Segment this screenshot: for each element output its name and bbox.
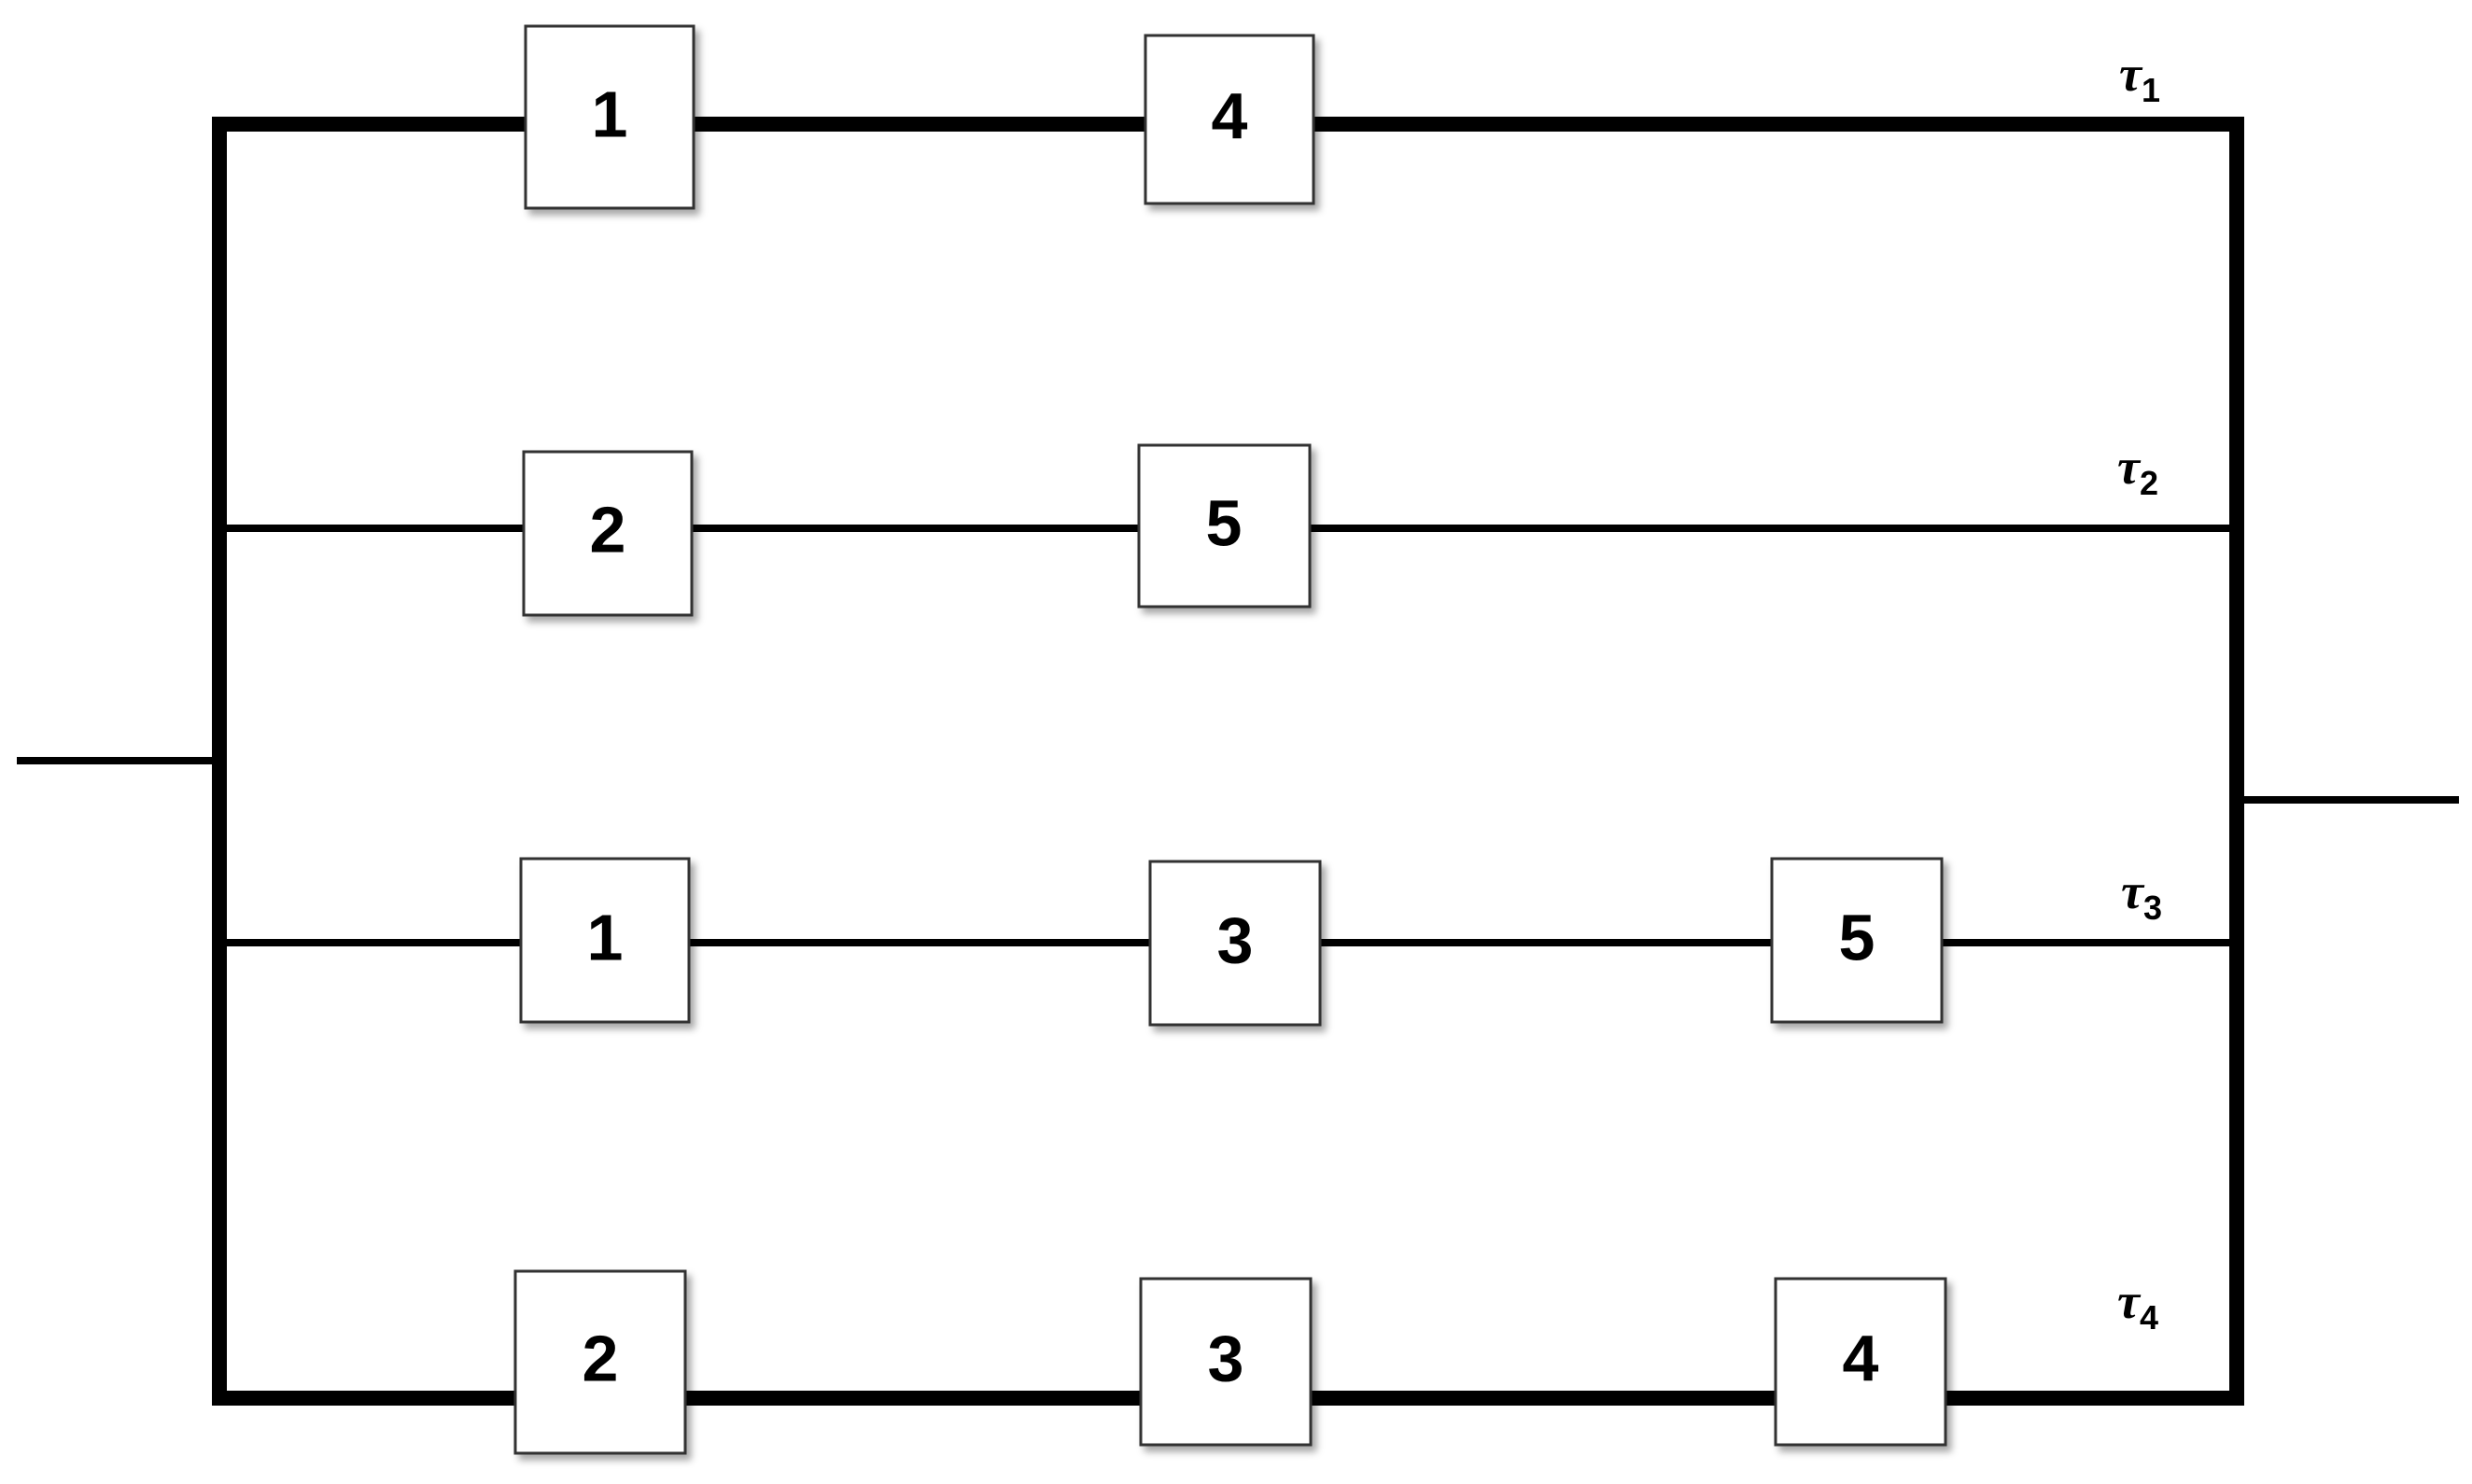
block-5-box [1137,443,1312,609]
block-3-label: 3 [1217,903,1254,976]
block-3-box [1148,860,1322,1027]
block-3-label: 3 [1208,1322,1244,1394]
block-1-label: 1 [592,77,628,150]
block-5-box [1770,857,1944,1024]
block-2-label: 2 [583,1322,619,1394]
path-tau-4: 2 3 4 τ4 [219,1269,2237,1455]
block-4-box [1774,1277,1947,1447]
path-tau-1: 1 4 τ1 [219,24,2237,210]
block-5-label: 5 [1206,486,1243,559]
path-tau-3-label: τ3 [2121,863,2162,927]
block-1-box [519,857,691,1024]
path-tau-4-label: τ4 [2117,1273,2158,1337]
block-1-box [524,24,695,210]
block-4-label: 4 [1843,1322,1879,1394]
block-4: 4 [1774,1277,1947,1447]
block-5: 5 [1137,443,1312,609]
diagram-frame [17,117,2459,1406]
block-4: 4 [1144,34,1315,205]
block-3-box [1139,1277,1313,1447]
block-3: 3 [1148,860,1322,1027]
block-3: 3 [1139,1277,1313,1447]
block-5: 5 [1770,857,1944,1024]
path-tau-1-label: τ1 [2119,46,2160,109]
block-2: 2 [513,1269,687,1455]
path-tau-2: 2 5 τ2 [219,439,2237,617]
block-1-label: 1 [587,901,624,973]
path-tau-2-label: τ2 [2117,439,2158,502]
block-2-box [513,1269,687,1455]
block-4-label: 4 [1212,79,1248,152]
block-2: 2 [522,450,694,617]
block-2-label: 2 [590,493,626,566]
path-tau-3: 1 3 5 τ3 [219,857,2237,1027]
block-5-label: 5 [1839,901,1875,973]
block-4-box [1144,34,1315,205]
block-1: 1 [519,857,691,1024]
block-1: 1 [524,24,695,210]
block-2-box [522,450,694,617]
